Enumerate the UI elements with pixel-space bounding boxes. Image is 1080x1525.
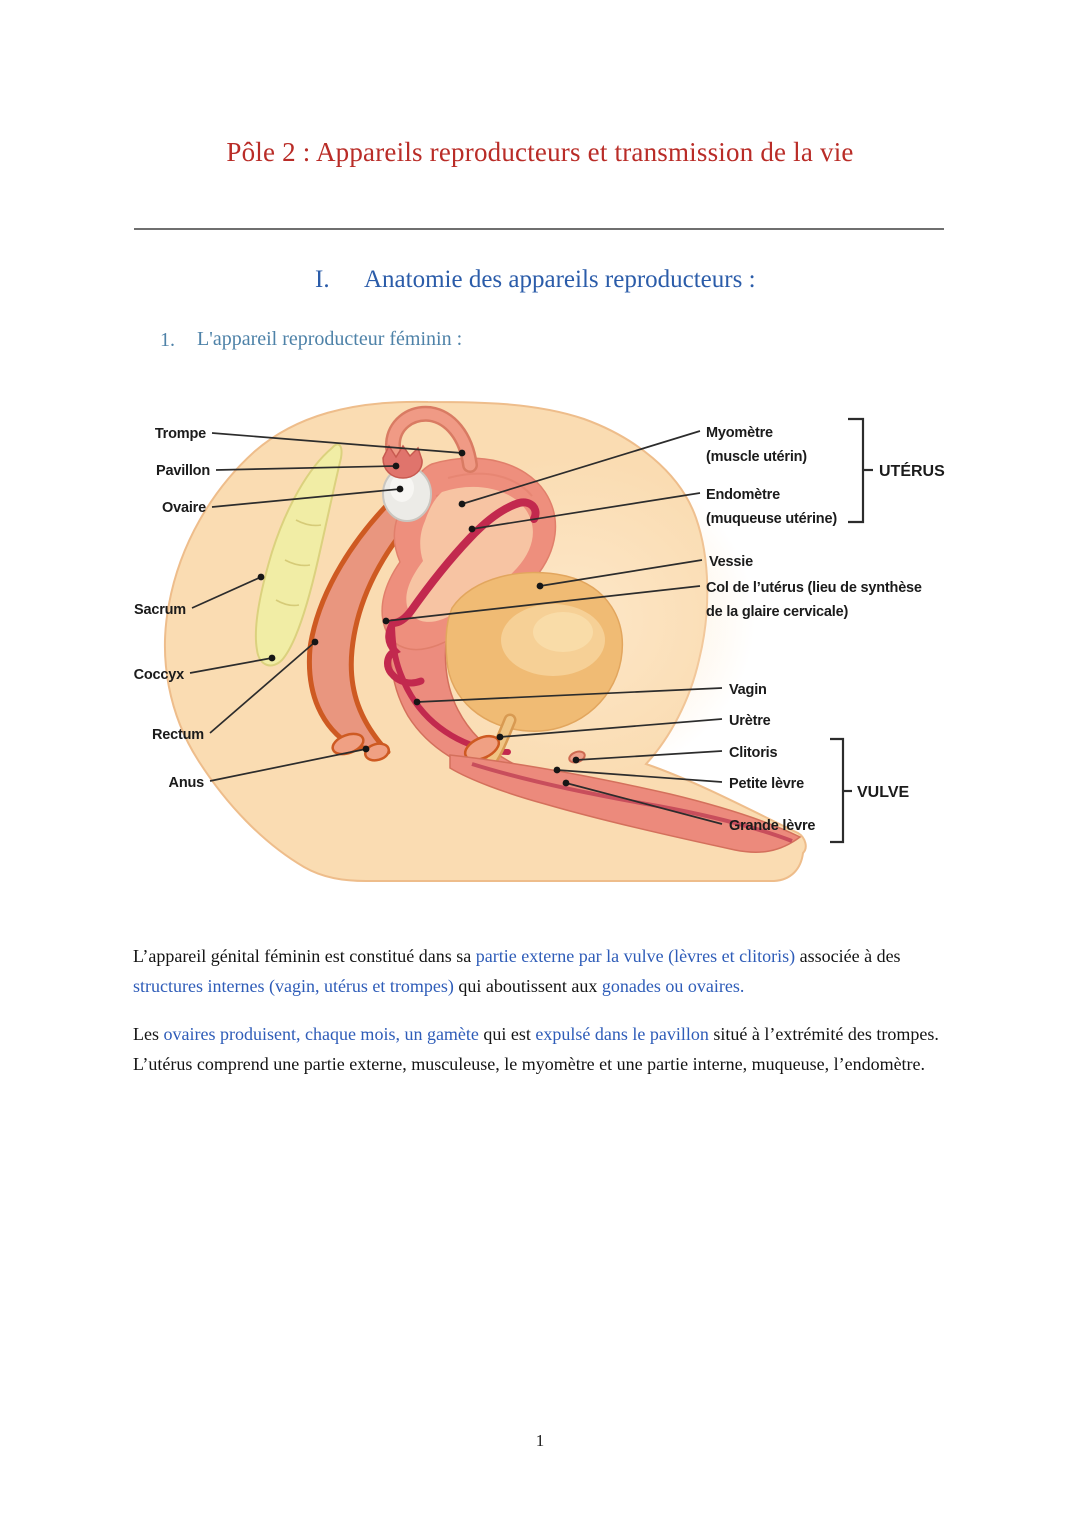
label-col-uterus-1: Col de l’utérus (lieu de synthèse [706, 580, 922, 596]
text-run: associée à des [795, 946, 901, 966]
leader-endometre [471, 492, 701, 530]
sacrum-shape [254, 443, 343, 667]
text-run-blue: partie externe par la vulve (lèvres et c… [475, 946, 796, 966]
leader-vagin [416, 687, 723, 703]
vulve-bracket [830, 737, 852, 844]
label-col-uterus-2: de la glaire cervicale) [706, 604, 848, 620]
leader-coccyx [189, 657, 273, 674]
bladder-shape [445, 571, 623, 732]
horizontal-divider [134, 228, 944, 230]
leader-rectum [209, 641, 316, 734]
label-myometre-sub: (muscle utérin) [706, 449, 807, 465]
label-sacrum: Sacrum [134, 602, 186, 618]
paragraph-1: L’appareil génital féminin est constitué… [133, 941, 961, 1001]
section-heading: Anatomie des appareils reproducteurs : [364, 266, 756, 293]
label-rectum: Rectum [152, 727, 204, 743]
label-trompe: Trompe [155, 426, 206, 442]
label-coccyx: Coccyx [134, 667, 185, 683]
leader-trompe [211, 432, 463, 454]
label-endometre-sub: (muqueuse utérine) [706, 511, 837, 527]
uterus-bracket [848, 417, 873, 524]
label-petite-levre: Petite lèvre [729, 776, 804, 792]
label-endometre: Endomètre [706, 487, 780, 503]
anatomy-figure: Trompe Pavillon Ovaire Sacrum Coccyx Rec… [0, 400, 1080, 892]
leader-uretre [499, 718, 723, 738]
label-vulve-group: VULVE [857, 784, 909, 801]
anus-shape [331, 732, 501, 762]
text-run-blue: structures internes (vagin, utérus et tr… [133, 976, 454, 996]
leader-pavillon [215, 465, 397, 471]
label-uterus-group: UTÉRUS [879, 461, 945, 480]
leader-vessie [539, 559, 703, 587]
figure-labels: Trompe Pavillon Ovaire Sacrum Coccyx Rec… [134, 425, 946, 834]
subsection-numeral: 1. [160, 329, 175, 351]
section-numeral: I. [315, 266, 330, 293]
label-vagin: Vagin [729, 682, 767, 698]
fimbriae-shape [382, 444, 423, 479]
label-myometre: Myomètre [706, 425, 773, 441]
label-grande-levre: Grande lèvre [729, 818, 815, 834]
paragraph-2: Les ovaires produisent, chaque mois, un … [133, 1019, 961, 1079]
label-vessie: Vessie [709, 554, 753, 570]
label-pavillon: Pavillon [156, 463, 210, 479]
text-run-blue: ovaires produisent, chaque mois, un gamè… [163, 1024, 479, 1044]
text-run: L’appareil génital féminin est constitué… [133, 946, 476, 966]
urethra-shape [483, 713, 517, 769]
text-run-blue: gonades ou ovaires. [601, 976, 745, 996]
leader-col-uterus [385, 585, 701, 622]
text-run: qui est [478, 1024, 536, 1044]
text-run: Les [133, 1024, 164, 1044]
leader-clitoris [575, 750, 723, 761]
text-run-blue: expulsé dans le pavillon [535, 1024, 709, 1044]
leader-dots [257, 449, 580, 787]
uterus-inner-shape [406, 486, 533, 622]
label-clitoris: Clitoris [729, 745, 777, 761]
leader-petite-levre [556, 769, 723, 783]
leader-lines [189, 430, 723, 825]
label-anus: Anus [169, 775, 205, 791]
text-run: qui aboutissent aux [453, 976, 602, 996]
anatomy-illustration [163, 400, 807, 882]
leader-myometre [461, 430, 701, 505]
label-uretre: Urètre [729, 713, 771, 729]
subsection-heading: L'appareil reproducteur féminin : [197, 328, 463, 350]
text-run: situé à l’extrémité des trompes. L’utéru… [133, 1024, 939, 1074]
leader-sacrum [191, 576, 262, 609]
label-ovaire: Ovaire [162, 500, 206, 516]
leader-anus [209, 748, 367, 782]
leader-ovaire [211, 488, 401, 508]
page-number: 1 [535, 1431, 545, 1450]
leader-grande-levre [565, 782, 723, 825]
page-title: Pôle 2 : Appareils reproducteurs et tran… [226, 137, 854, 167]
endometrium-shape [389, 498, 540, 627]
